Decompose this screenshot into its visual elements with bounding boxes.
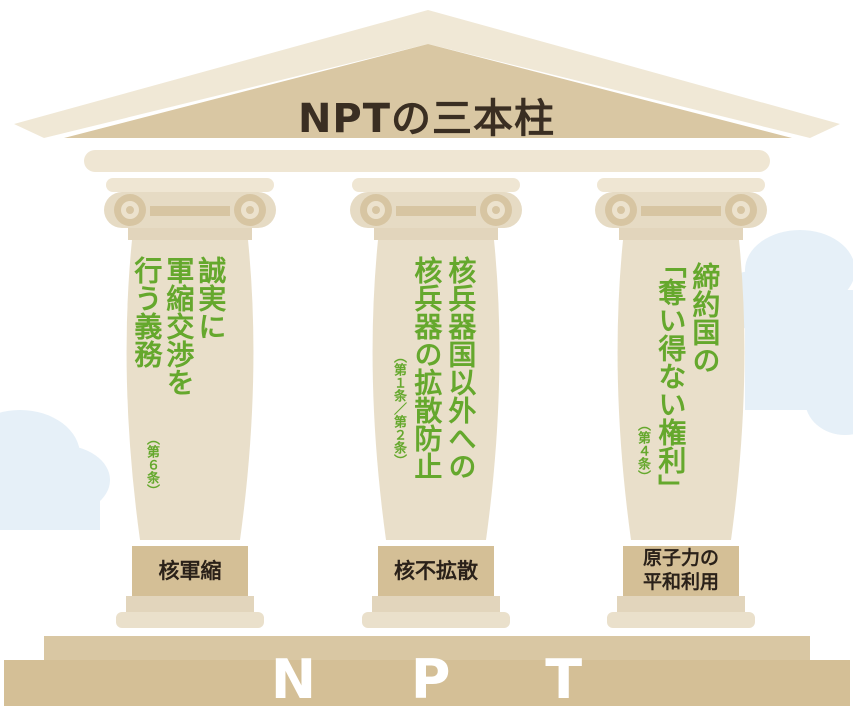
pillar-3-plaque-line-2: 平和利用	[642, 571, 719, 593]
cloud-left	[0, 410, 110, 530]
pillar-3-plaque: 原子力の 平和利用	[623, 546, 739, 596]
pillar-2-note: （第１条／第２条）	[391, 350, 406, 467]
pillar-1-note: （第６条）	[144, 432, 159, 497]
base-label: N P T	[270, 648, 621, 711]
pillar-1-line-1: 誠実に	[194, 256, 228, 340]
pillar-1-plaque: 核軍縮	[132, 546, 248, 596]
pillar-3	[595, 178, 767, 628]
pillar-1	[104, 178, 276, 628]
architrave	[84, 150, 770, 172]
pillar-2	[350, 178, 522, 628]
pillar-2-plaque: 核不拡散	[378, 546, 494, 596]
pillar-3-line-2: 「奪い得ない権利」	[654, 250, 688, 502]
base-step-top	[44, 636, 810, 660]
pillar-3-plaque-line-1: 原子力の	[642, 547, 719, 570]
pillar-3-note: （第４条）	[635, 418, 650, 483]
base-step-bottom	[4, 660, 850, 706]
pillar-2-line-1: 核兵器国以外への	[444, 256, 478, 480]
pillar-1-line-2: 軍縮交渉を	[162, 256, 196, 396]
roof	[14, 10, 840, 138]
pediment	[64, 44, 792, 138]
pillar-1-line-3: 行う義務	[130, 256, 164, 368]
diagram-title: NPTの三本柱	[297, 96, 556, 142]
pillar-2-line-2: 核兵器の拡散防止	[410, 256, 444, 480]
pillar-3-line-1: 締約国の	[688, 262, 722, 374]
